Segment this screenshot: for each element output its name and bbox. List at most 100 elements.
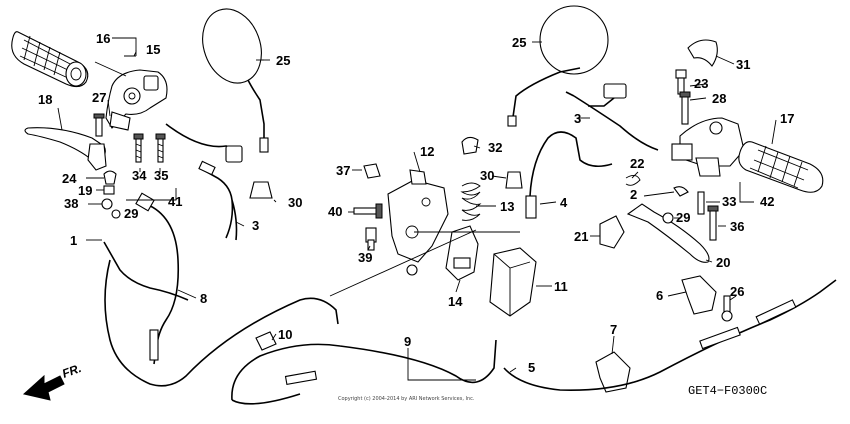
callout-13: 13 [500, 199, 514, 214]
callout-29-right: 29 [676, 210, 690, 225]
callout-11: 11 [554, 279, 568, 294]
right-brake-lever [626, 203, 710, 263]
connector-right [603, 83, 627, 99]
callout-17: 17 [780, 111, 794, 126]
unit-11 [489, 247, 537, 317]
copyright-text: Copyright (c) 2004-2014 by ARI Network S… [338, 396, 475, 402]
callout-39: 39 [358, 250, 372, 265]
bracket-6 [681, 275, 717, 315]
bolt-40 [353, 203, 383, 219]
cable-9 [231, 339, 497, 401]
callout-34: 34 [132, 168, 147, 183]
cable-5-end [755, 299, 797, 325]
left-grip [11, 31, 89, 88]
cable-9-lower [231, 393, 301, 405]
right-switch-housing [671, 117, 745, 177]
callout-6: 6 [656, 288, 663, 303]
callout-33: 33 [722, 194, 736, 209]
callout-27: 27 [92, 90, 106, 105]
callout-25-right: 25 [512, 35, 526, 50]
callout-3-left: 3 [252, 218, 259, 233]
left-switch-wire [165, 123, 237, 151]
callout-32: 32 [488, 140, 502, 155]
front-direction-arrow: FR. [22, 361, 83, 401]
callout-28: 28 [712, 91, 726, 106]
callout-2: 2 [630, 187, 637, 202]
spring-22 [625, 175, 641, 186]
callout-9: 9 [404, 334, 411, 349]
center-bracket-12 [387, 169, 449, 276]
small-parts-24-19-38 [101, 170, 121, 219]
callout-4: 4 [560, 195, 568, 210]
callout-19: 19 [78, 183, 92, 198]
right-grip [738, 141, 824, 193]
cable-adjuster-lower-left [149, 329, 159, 361]
right-wire-harness-3 [573, 95, 659, 151]
bolts-23-28 [675, 69, 691, 125]
callout-20: 20 [716, 255, 730, 270]
callout-29-left: 29 [124, 206, 138, 221]
callout-22: 22 [630, 156, 644, 171]
callout-41: 41 [168, 194, 182, 209]
callout-10: 10 [278, 327, 292, 342]
bolt-27 [93, 113, 105, 137]
rear-brake-cable-5 [503, 279, 837, 391]
clip-32 [461, 136, 479, 155]
callout-30-center: 30 [480, 168, 494, 183]
callout-18: 18 [38, 92, 52, 107]
callout-36: 36 [730, 219, 744, 234]
clamp-7 [595, 351, 631, 393]
callout-16: 16 [96, 31, 110, 46]
callout-1: 1 [70, 233, 77, 248]
cable-fitting-left [135, 192, 155, 212]
nut-30-center [505, 171, 523, 189]
diagram-code: GET4−F0300C [688, 384, 767, 398]
cable-5-adjuster [699, 326, 741, 350]
callout-labels: 16 15 18 27 24 19 38 29 34 35 41 1 8 25 … [38, 31, 794, 375]
callout-8: 8 [200, 291, 207, 306]
callout-38: 38 [64, 196, 78, 211]
left-switch-housing [105, 69, 168, 131]
clamp-10 [255, 331, 277, 351]
callout-3-right: 3 [574, 111, 581, 126]
cable-9-adjuster [284, 370, 318, 386]
callout-26: 26 [730, 284, 744, 299]
callout-25-left: 25 [276, 53, 290, 68]
callout-35: 35 [154, 168, 168, 183]
callout-7: 7 [610, 322, 617, 337]
connector-left [225, 145, 243, 163]
front-direction-label: FR. [60, 361, 83, 381]
left-wire-harness-3 [199, 167, 238, 241]
cable-4-fitting [525, 195, 537, 219]
leader-lines [57, 37, 777, 381]
band-31 [687, 39, 718, 67]
callout-37: 37 [336, 163, 350, 178]
nut-30-left [249, 181, 273, 199]
callout-15: 15 [146, 42, 160, 57]
callout-21: 21 [574, 229, 588, 244]
washer-29-right [662, 212, 674, 224]
callout-24: 24 [62, 171, 77, 186]
left-mirror [202, 8, 269, 153]
callout-5: 5 [528, 360, 535, 375]
brake-cable-1 [103, 241, 189, 301]
bolt-36-head [707, 205, 719, 212]
callout-30-left: 30 [288, 195, 302, 210]
bolt-39 [365, 227, 377, 251]
left-wire-plug [198, 160, 216, 176]
screws-34-35 [133, 133, 166, 163]
bracket-21 [599, 215, 625, 249]
long-cable [104, 259, 339, 387]
right-mirror [507, 5, 609, 127]
left-brake-lever [24, 127, 107, 171]
clip-2 [673, 186, 689, 197]
bolt-33 [697, 191, 705, 215]
switch-14 [445, 225, 479, 281]
spring-13 [460, 182, 482, 221]
right-wire-pair [565, 91, 615, 107]
callout-23: 23 [694, 76, 708, 91]
callout-31: 31 [736, 57, 750, 72]
callout-14: 14 [448, 294, 463, 309]
